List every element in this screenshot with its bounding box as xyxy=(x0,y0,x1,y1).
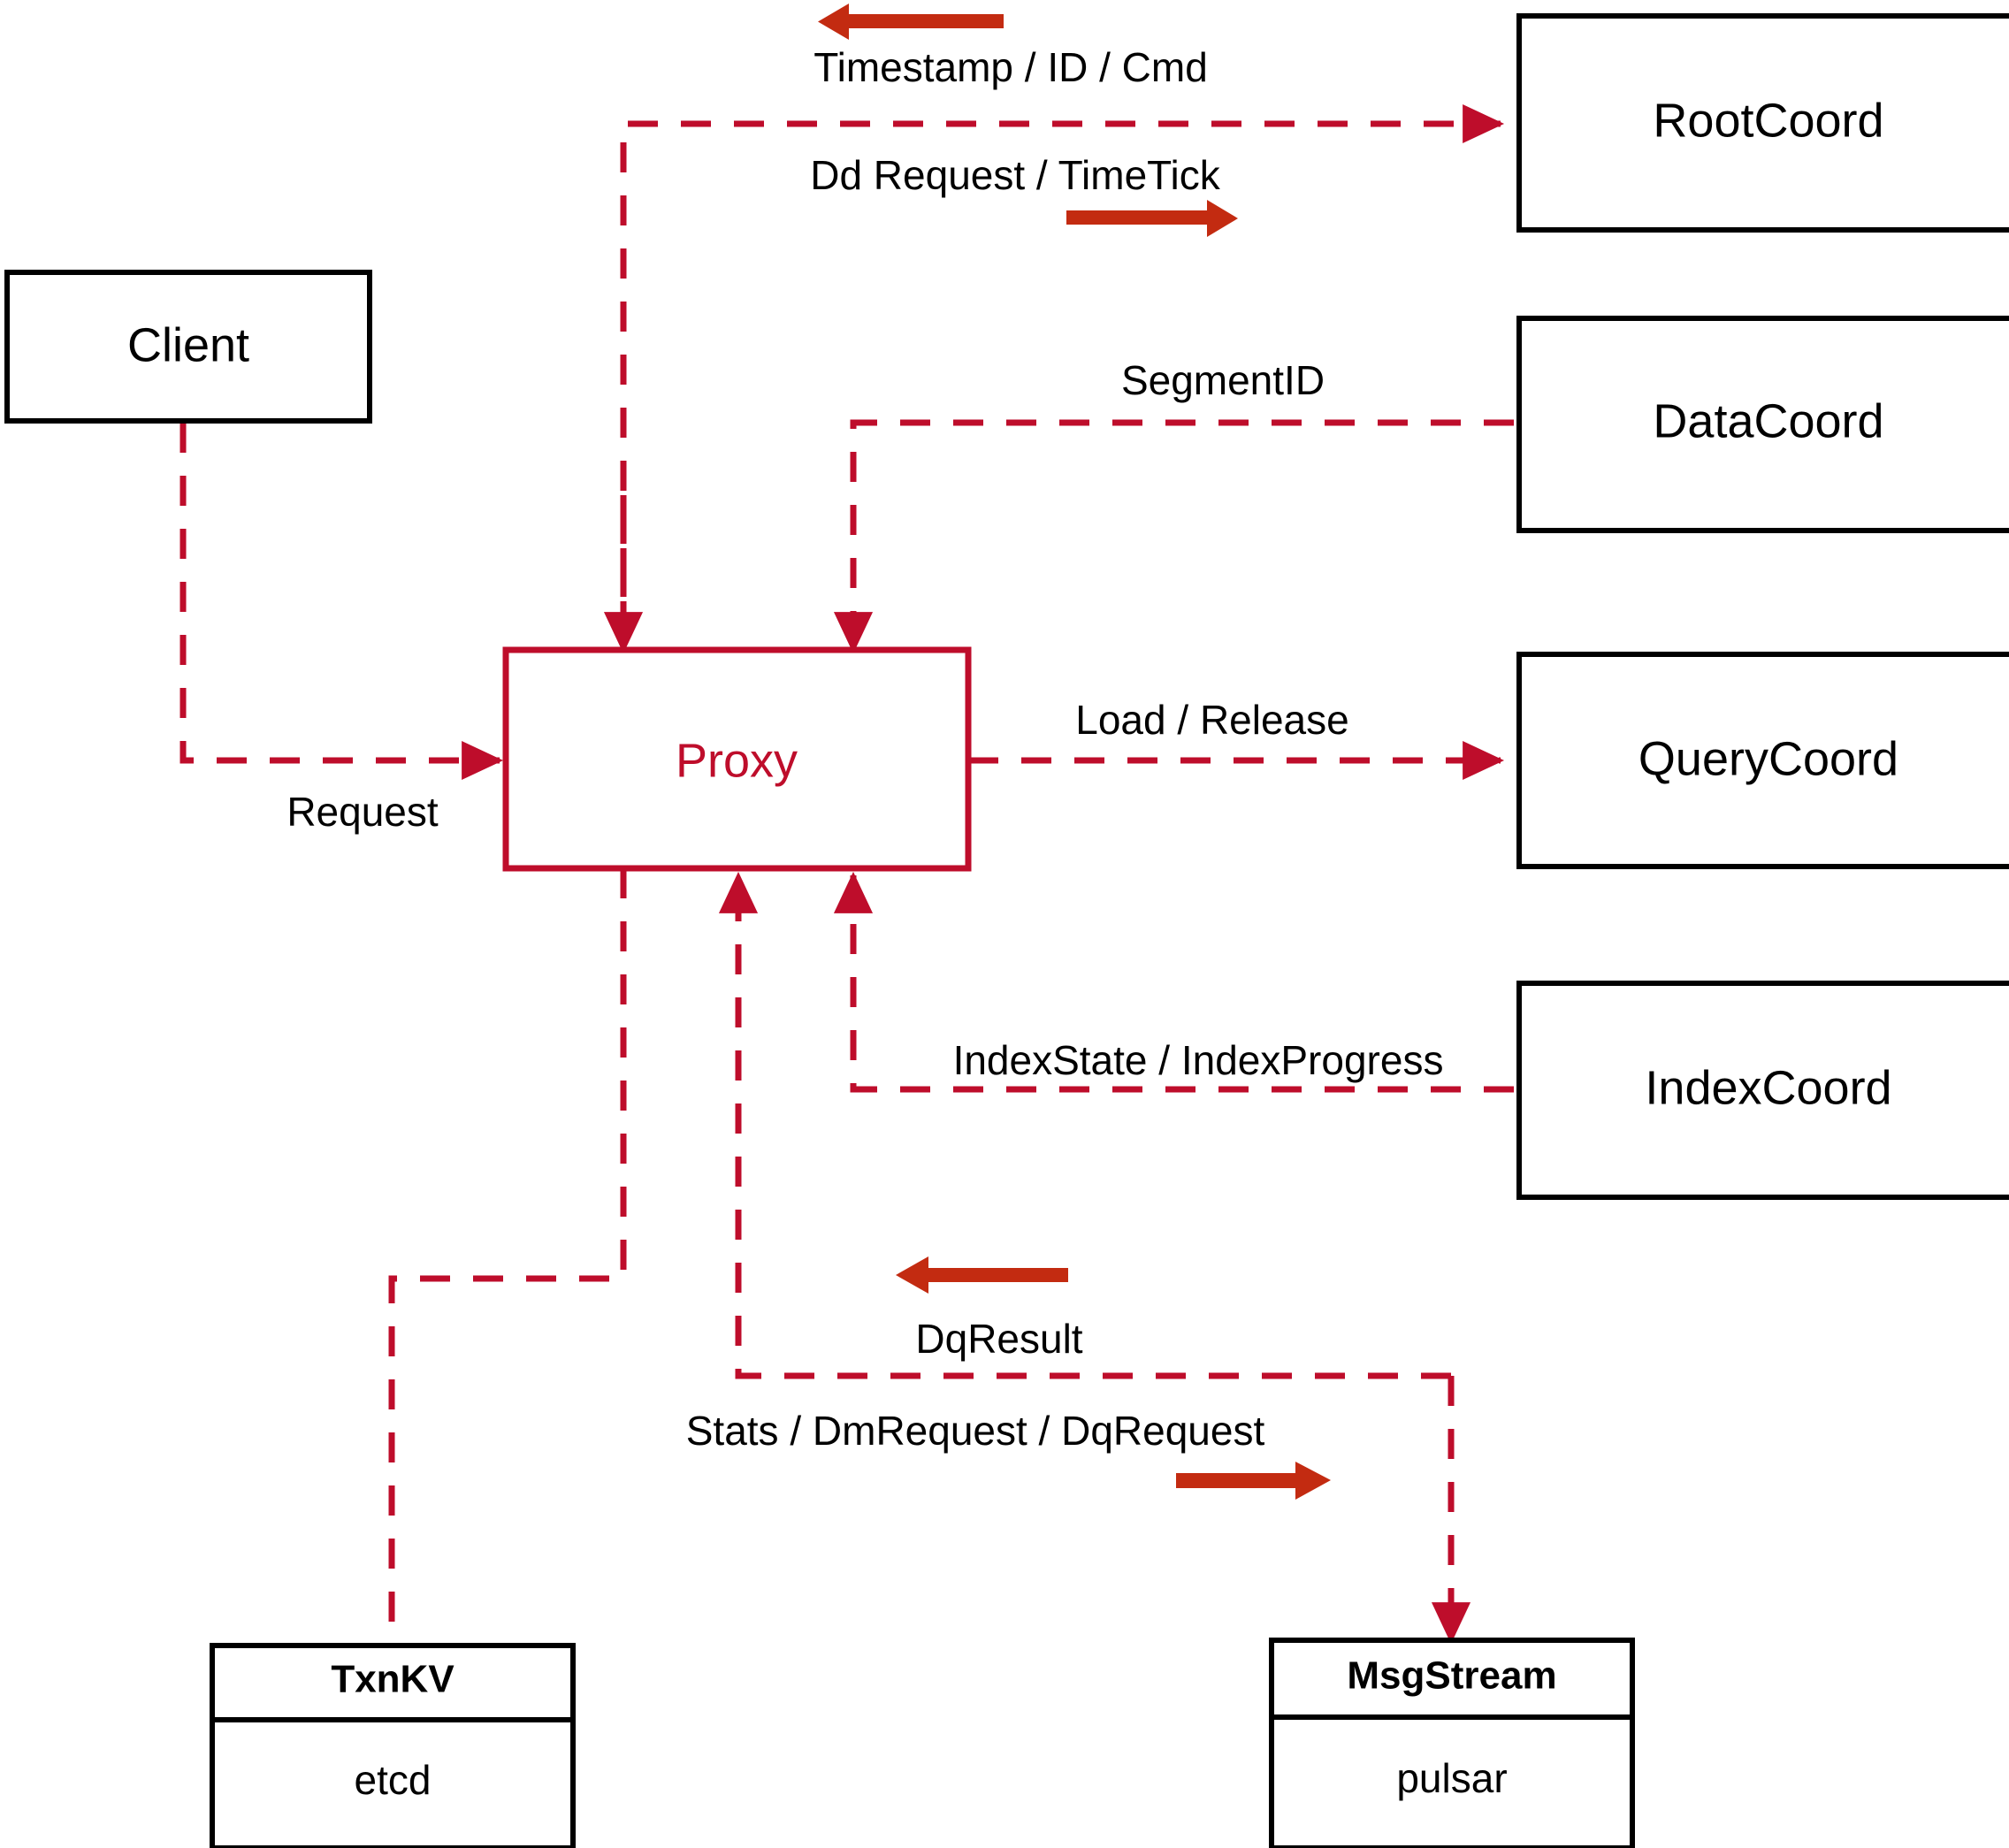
edge-indexcoord-to-proxy xyxy=(833,871,1514,1093)
node-querycoord-label: QueryCoord xyxy=(1639,732,1898,785)
node-msgstream-impl: pulsar xyxy=(1396,1755,1507,1801)
edge-proxy-to-rootcoord xyxy=(620,103,1505,650)
node-msgstream[interactable]: MsgStream pulsar xyxy=(1269,1638,1635,1848)
node-rootcoord-label: RootCoord xyxy=(1653,94,1883,147)
edge-label-stats-dm-dq-request: Stats / DmRequest / DqRequest xyxy=(686,1408,1265,1454)
edge-label-dd-request-timetick: Dd Request / TimeTick xyxy=(810,152,1221,198)
node-msgstream-title: MsgStream xyxy=(1347,1654,1556,1698)
edge-label-load-release: Load / Release xyxy=(1075,697,1348,743)
stats-request-direction-arrow xyxy=(1176,1462,1331,1500)
node-proxy[interactable]: Proxy xyxy=(502,646,972,872)
node-txnkv-title: TxnKV xyxy=(331,1658,455,1701)
node-indexcoord-label: IndexCoord xyxy=(1645,1061,1891,1114)
edge-label-dq-result: DqResult xyxy=(915,1316,1082,1362)
node-txnkv-impl: etcd xyxy=(355,1757,432,1803)
edge-label-index-state-progress: IndexState / IndexProgress xyxy=(953,1037,1444,1083)
edge-label-request: Request xyxy=(286,789,439,835)
node-datacoord-label: DataCoord xyxy=(1653,394,1883,447)
node-proxy-label: Proxy xyxy=(676,734,798,787)
edge-label-timestamp-id-cmd: Timestamp / ID / Cmd xyxy=(814,44,1208,90)
dq-result-direction-arrow xyxy=(896,1256,1068,1294)
edge-label-segment-id: SegmentID xyxy=(1121,357,1325,403)
edge-msgstream-to-proxy xyxy=(718,871,1451,1379)
dd-request-direction-arrow xyxy=(1066,200,1238,237)
node-client[interactable]: Client xyxy=(4,270,372,424)
edge-datacoord-to-proxy xyxy=(833,419,1514,654)
node-txnkv[interactable]: TxnKV etcd xyxy=(210,1643,576,1848)
edge-proxy-to-txnkv xyxy=(388,868,627,1645)
node-rootcoord[interactable]: RootCoord xyxy=(1516,13,2009,233)
node-indexcoord[interactable]: IndexCoord xyxy=(1516,981,2009,1200)
node-querycoord[interactable]: QueryCoord xyxy=(1516,652,2009,869)
edge-client-to-proxy xyxy=(180,423,504,781)
timestamp-direction-arrow xyxy=(818,4,1004,40)
node-client-label: Client xyxy=(127,318,249,371)
node-datacoord[interactable]: DataCoord xyxy=(1516,316,2009,533)
